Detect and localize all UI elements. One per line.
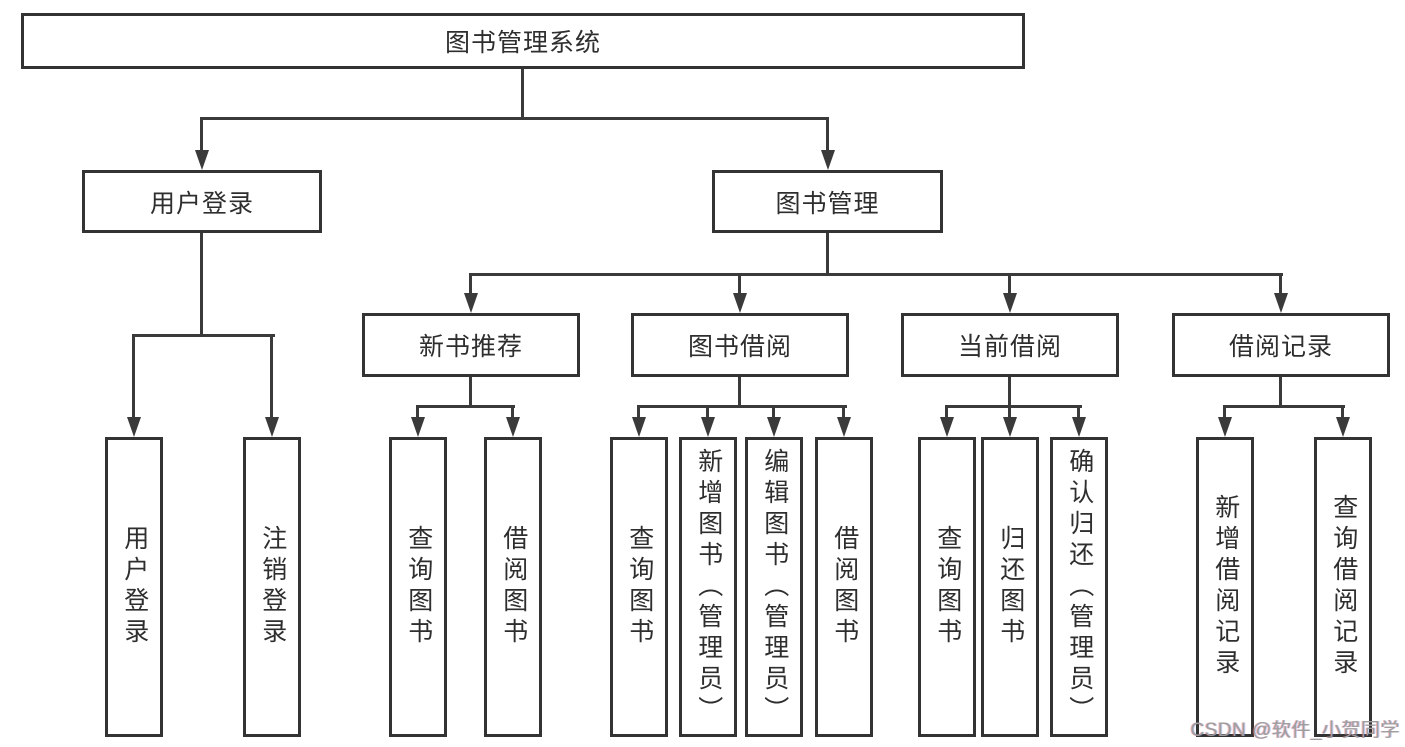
connector-arrow-icon — [1336, 417, 1350, 437]
leaf-query-books-borrow-label: 查询图书 — [625, 525, 654, 649]
leaf-borrow-books-recommend-label: 借阅图书 — [499, 525, 528, 649]
leaf-return-books: 归还图书 — [981, 437, 1039, 737]
leaf-query-books-recommend-label: 查询图书 — [404, 525, 433, 649]
connector-line — [1223, 405, 1226, 423]
watermark-text: CSDN @软件_小贺同学 — [1190, 720, 1400, 741]
leaf-add-borrow-record-label: 新增借阅记录 — [1211, 494, 1240, 680]
leaf-confirm-return-admin: 确认归还（管理员） — [1050, 437, 1108, 737]
connector-arrow-icon — [127, 417, 141, 437]
connector-line — [200, 117, 203, 155]
connector-line — [706, 405, 709, 423]
connector-line — [945, 405, 1082, 408]
connector-line — [132, 334, 135, 422]
connector-line — [270, 334, 273, 422]
leaf-query-books-recommend: 查询图书 — [389, 437, 447, 737]
connector-line — [826, 117, 829, 155]
connector-arrow-icon — [733, 293, 747, 313]
connector-line — [1077, 405, 1080, 423]
connector-arrow-icon — [821, 150, 835, 170]
node-current-borrow: 当前借阅 — [901, 313, 1119, 377]
connector-line — [511, 405, 514, 423]
node-book-management-label: 图书管理 — [775, 189, 880, 218]
leaf-edit-books-admin-label: 编辑图书（管理员） — [760, 447, 789, 727]
leaf-query-books-current-label: 查询图书 — [933, 525, 962, 649]
connector-line — [521, 69, 524, 119]
leaf-add-borrow-record: 新增借阅记录 — [1196, 437, 1254, 737]
node-book-borrow-label: 图书借阅 — [687, 333, 792, 361]
connector-arrow-icon — [464, 293, 478, 313]
node-user-login-label: 用户登录 — [149, 189, 254, 218]
connector-line — [826, 233, 829, 276]
leaf-add-books-admin-label: 新增图书（管理员） — [694, 447, 723, 727]
connector-line — [772, 405, 775, 423]
connector-line — [200, 117, 829, 120]
connector-line — [1279, 273, 1282, 297]
node-book-management: 图书管理 — [712, 170, 943, 233]
connector-arrow-icon — [837, 417, 851, 437]
connector-line — [1008, 405, 1011, 423]
leaf-borrow-books-recommend: 借阅图书 — [484, 437, 542, 737]
leaf-user-login-label: 用户登录 — [120, 525, 149, 649]
node-new-book-recommend: 新书推荐 — [362, 313, 580, 377]
leaf-query-borrow-record-label: 查询借阅记录 — [1329, 494, 1358, 680]
connector-line — [200, 233, 203, 337]
leaf-add-books-admin: 新增图书（管理员） — [679, 437, 737, 737]
connector-line — [1008, 273, 1011, 297]
connector-arrow-icon — [195, 150, 209, 170]
connector-line — [132, 334, 275, 337]
leaf-query-borrow-record: 查询借阅记录 — [1314, 437, 1372, 737]
connector-line — [637, 405, 847, 408]
connector-line — [469, 377, 472, 408]
connector-arrow-icon — [506, 417, 520, 437]
connector-line — [738, 377, 741, 408]
connector-arrow-icon — [632, 417, 646, 437]
leaf-borrow-books-label: 借阅图书 — [830, 525, 859, 649]
connector-arrow-icon — [940, 417, 954, 437]
connector-arrow-icon — [265, 417, 279, 437]
leaf-query-books-current: 查询图书 — [918, 437, 976, 737]
connector-line — [738, 273, 741, 297]
connector-line — [1279, 377, 1282, 408]
leaf-borrow-books: 借阅图书 — [815, 437, 873, 737]
connector-arrow-icon — [411, 417, 425, 437]
node-user-login: 用户登录 — [82, 170, 322, 233]
leaf-edit-books-admin: 编辑图书（管理员） — [745, 437, 803, 737]
leaf-logout: 注销登录 — [243, 437, 301, 737]
connector-line — [416, 405, 419, 423]
node-root-label: 图书管理系统 — [444, 29, 601, 57]
connector-arrow-icon — [767, 417, 781, 437]
connector-line — [469, 273, 472, 297]
node-book-borrow: 图书借阅 — [631, 313, 849, 377]
node-root: 图书管理系统 — [21, 13, 1025, 69]
node-borrow-records: 借阅记录 — [1172, 313, 1390, 377]
connector-arrow-icon — [701, 417, 715, 437]
leaf-logout-label: 注销登录 — [258, 525, 287, 649]
connector-arrow-icon — [1274, 293, 1288, 313]
connector-arrow-icon — [1218, 417, 1232, 437]
connector-arrow-icon — [1003, 293, 1017, 313]
connector-line — [637, 405, 640, 423]
connector-arrow-icon — [1072, 417, 1086, 437]
leaf-query-books-borrow: 查询图书 — [610, 437, 668, 737]
connector-line — [1341, 405, 1344, 423]
node-borrow-records-label: 借阅记录 — [1228, 333, 1333, 361]
leaf-return-books-label: 归还图书 — [996, 525, 1025, 649]
connector-line — [469, 273, 1283, 276]
connector-arrow-icon — [1003, 417, 1017, 437]
leaf-user-login: 用户登录 — [105, 437, 163, 737]
connector-line — [1223, 405, 1345, 408]
connector-line — [945, 405, 948, 423]
connector-line — [842, 405, 845, 423]
leaf-confirm-return-admin-label: 确认归还（管理员） — [1065, 447, 1094, 727]
node-new-book-recommend-label: 新书推荐 — [418, 333, 523, 361]
node-current-borrow-label: 当前借阅 — [957, 333, 1062, 361]
connector-line — [416, 405, 515, 408]
connector-line — [1008, 377, 1011, 408]
